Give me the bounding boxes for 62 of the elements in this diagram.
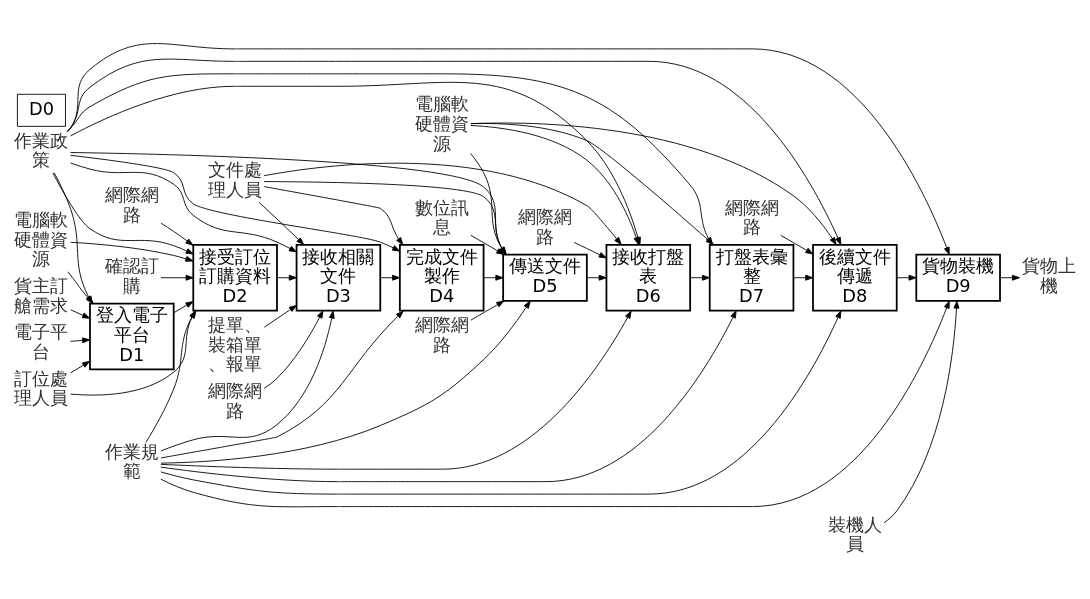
node-box: 接收打盤表 D6 bbox=[605, 243, 692, 312]
node-text: 網際網路 bbox=[414, 313, 469, 355]
node-text: 貨物上機 bbox=[1021, 254, 1076, 296]
node-text: 網際網路 bbox=[208, 379, 263, 421]
arrow bbox=[258, 201, 305, 245]
arrow bbox=[70, 360, 91, 373]
arrow bbox=[379, 274, 401, 281]
arrow bbox=[160, 300, 531, 464]
arrow bbox=[793, 274, 814, 281]
node-text: 訂位處理人員 bbox=[14, 367, 69, 408]
node-text: 電子平台 bbox=[14, 320, 69, 362]
arrow bbox=[586, 274, 607, 281]
node-text: 網際網路 bbox=[518, 205, 572, 247]
arrow bbox=[173, 300, 194, 313]
arrow bbox=[67, 42, 950, 255]
node-box: 打盤表彙整 D7 bbox=[708, 243, 795, 312]
node-text: 確認訂購 bbox=[104, 254, 159, 296]
arrow bbox=[70, 154, 401, 252]
arrow bbox=[70, 162, 297, 252]
arrow bbox=[263, 309, 324, 389]
arrow bbox=[263, 304, 297, 328]
label: D0 bbox=[28, 97, 54, 119]
arrow bbox=[573, 241, 607, 258]
node-text: 貨主訂艙需求 bbox=[14, 274, 69, 316]
arrow bbox=[470, 300, 505, 321]
arrow bbox=[263, 162, 622, 245]
node-text: 作業政策 bbox=[14, 129, 69, 170]
arrow bbox=[52, 172, 194, 254]
node-text: 作業規範 bbox=[104, 440, 159, 481]
node-text: 網際網路 bbox=[104, 183, 159, 225]
arrow bbox=[70, 241, 194, 262]
arrow bbox=[263, 180, 507, 255]
node-text: 電腦軟硬體資源 bbox=[14, 208, 69, 269]
arrow bbox=[160, 274, 194, 281]
arrow bbox=[70, 151, 507, 255]
arrow bbox=[999, 274, 1020, 281]
node-box: 貨物裝機 D9 bbox=[915, 253, 1001, 302]
node-box: 後續文件傳遞 D8 bbox=[812, 243, 898, 312]
arrow bbox=[883, 300, 960, 523]
node-box: 完成文件製作 D4 bbox=[398, 243, 485, 312]
node-text: 電腦軟硬體資源 bbox=[414, 92, 469, 154]
node-text: 網際網路 bbox=[724, 196, 779, 237]
arrow bbox=[70, 336, 91, 343]
arrow bbox=[470, 152, 507, 255]
arrow bbox=[70, 308, 91, 319]
arrow bbox=[276, 274, 297, 281]
node-box: 傳送文件 D5 bbox=[502, 253, 588, 302]
node-box: 接收相關文件 D3 bbox=[295, 243, 382, 312]
node-text: 文件處理人員 bbox=[208, 158, 263, 200]
node-box: 接受訂位訂購資料 D2 bbox=[192, 243, 278, 312]
node-text: 裝機人員 bbox=[827, 513, 882, 554]
node-text: 提單、裝箱單、報單 bbox=[208, 313, 263, 374]
arrow bbox=[160, 222, 194, 246]
arrow bbox=[780, 234, 814, 254]
arrow bbox=[483, 274, 504, 281]
arrow bbox=[689, 274, 710, 281]
arrow bbox=[263, 185, 404, 245]
arrow bbox=[470, 234, 505, 255]
node-text: 數位訊息 bbox=[414, 196, 469, 237]
arrow bbox=[160, 300, 950, 507]
arrow bbox=[896, 274, 917, 281]
node-box: 登入電子平台 D1 bbox=[89, 302, 175, 370]
